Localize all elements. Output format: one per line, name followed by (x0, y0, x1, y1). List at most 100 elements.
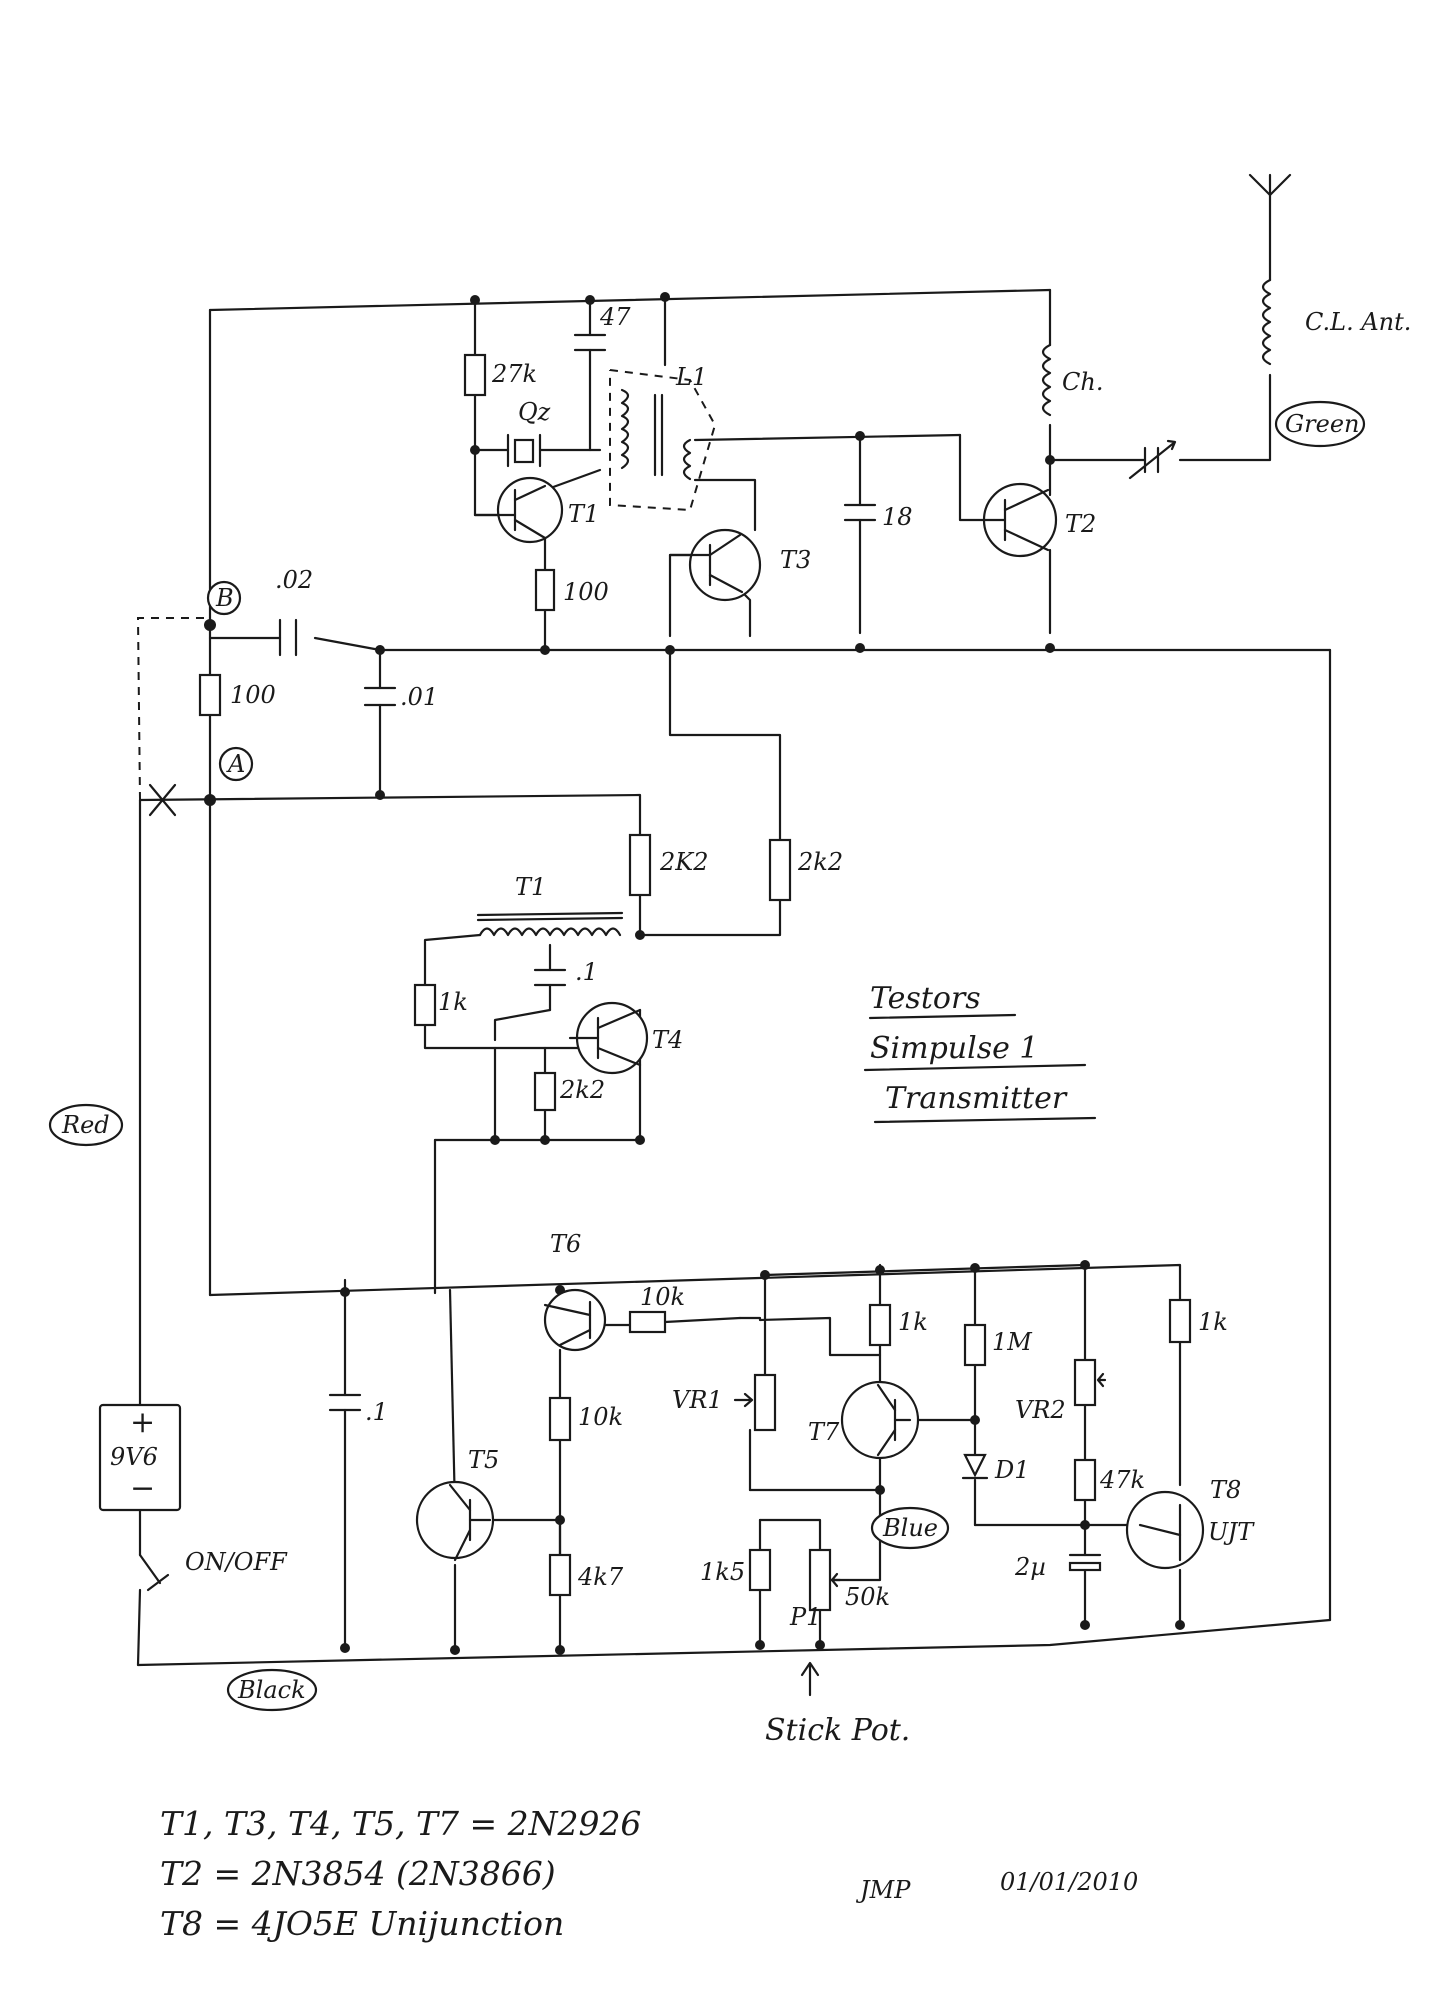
battery (98, 1403, 182, 1512)
battery-voltage: 9V6 (110, 1443, 158, 1471)
label-10k-series: 10k (640, 1283, 685, 1311)
resistor-100-emitter (534, 568, 556, 612)
label-t8: T8 (1210, 1476, 1241, 1504)
label-choke: Ch. (1062, 368, 1103, 396)
signature-initials: JMP (855, 1876, 911, 1904)
resistor-2k2-emitter (533, 1071, 557, 1112)
transistors (415, 476, 1205, 1570)
transistor-t7 (840, 1380, 920, 1460)
label-qz: Qz (518, 398, 551, 426)
diode-d1 (961, 1453, 989, 1480)
label-c-02: .02 (275, 566, 313, 594)
pot-50k (808, 1548, 832, 1612)
labels: Testors Simpulse 1 Transmitter T1 T3 T2 … (61, 303, 1411, 1943)
battery-plus: + (130, 1405, 155, 1440)
title-line3: Transmitter (885, 1081, 1068, 1116)
label-green: Green (1285, 410, 1360, 438)
l1-primary (620, 388, 630, 470)
label-2u: 2µ (1014, 1553, 1046, 1581)
label-blue: Blue (882, 1514, 938, 1542)
label-transformer: T1 (515, 873, 546, 901)
label-4k7: 4k7 (577, 1563, 624, 1591)
label-vr2: VR2 (1015, 1396, 1066, 1424)
l1-secondary (682, 438, 692, 481)
label-1k-mod: 1k (438, 988, 468, 1016)
resistors (198, 353, 1192, 1612)
label-p1: P1 (789, 1603, 821, 1631)
resistor-47k (1073, 1458, 1097, 1502)
signature-date: 01/01/2010 (1000, 1868, 1138, 1896)
label-t7: T7 (808, 1418, 840, 1446)
label-l1: L1 (675, 363, 707, 391)
transistor-t2 (982, 482, 1058, 558)
label-red: Red (61, 1111, 110, 1139)
vr1-potentiometer (753, 1373, 777, 1432)
label-t3: T3 (780, 546, 811, 574)
label-c-1-mod: .1 (575, 958, 598, 986)
label-2k2-emitter: 2k2 (559, 1076, 605, 1104)
label-t5: T5 (468, 1446, 499, 1474)
battery-minus: − (130, 1471, 155, 1506)
transistor-t6 (543, 1288, 607, 1352)
label-1m: 1M (992, 1328, 1033, 1356)
antenna-coil (1261, 278, 1272, 366)
label-node-b: B (215, 584, 234, 612)
label-c-01: .01 (400, 683, 438, 711)
label-vr1: VR1 (672, 1386, 723, 1414)
cut-mark-icon (148, 783, 177, 817)
label-node-a: A (226, 750, 245, 778)
resistor-100 (198, 673, 222, 717)
modulator-transformer (478, 927, 622, 937)
note-line2: T2 = 2N3854 (2N3866) (160, 1854, 556, 1893)
label-47k: 47k (1099, 1466, 1145, 1494)
transistor-t8-ujt (1125, 1490, 1205, 1570)
resistor-1k-modulator (413, 983, 437, 1027)
note-line1: T1, T3, T4, T5, T7 = 2N2926 (160, 1804, 641, 1843)
vr2-potentiometer (1073, 1358, 1097, 1407)
resistor-10k-t6 (548, 1396, 572, 1442)
label-1k5: 1k5 (700, 1558, 745, 1586)
resistor-2k2-right (768, 838, 792, 902)
label-10k-t6: 10k (578, 1403, 623, 1431)
resistor-1m (963, 1323, 987, 1367)
label-27k: 27k (491, 360, 537, 388)
resistor-1k-t8 (1168, 1298, 1192, 1344)
label-18: 18 (882, 503, 913, 531)
label-black: Black (237, 1676, 306, 1704)
label-t2: T2 (1065, 510, 1096, 538)
label-c-1-left: .1 (365, 1398, 388, 1426)
label-2k2-left: 2K2 (659, 848, 708, 876)
resistor-4k7 (548, 1553, 572, 1597)
label-t1: T1 (568, 500, 599, 528)
label-t4: T4 (652, 1026, 683, 1054)
crystal-body (513, 438, 535, 464)
label-on-off: ON/OFF (185, 1548, 288, 1576)
label-ujt: UJT (1208, 1518, 1255, 1546)
label-stick-pot: Stick Pot. (765, 1713, 910, 1748)
label-t6: T6 (550, 1230, 581, 1258)
transistor-t4 (568, 1001, 649, 1075)
junction-dots (204, 292, 1185, 1655)
wire-color-tags (48, 400, 1366, 1712)
resistor-1k5 (748, 1548, 772, 1592)
label-1k-t7: 1k (898, 1308, 928, 1336)
resistor-27k (463, 353, 487, 397)
coils (476, 278, 1272, 937)
transistor-t1 (473, 476, 564, 544)
label-d1: D1 (994, 1456, 1030, 1484)
note-line3: T8 = 4JO5E Unijunction (160, 1904, 564, 1943)
label-r-100: 100 (230, 681, 276, 709)
transistor-t5 (415, 1480, 495, 1562)
transistor-t3 (668, 528, 762, 602)
resistor-10k-series (628, 1310, 667, 1334)
label-47: 47 (599, 303, 631, 331)
label-100-emitter: 100 (563, 578, 609, 606)
label-2k2-right: 2k2 (797, 848, 843, 876)
label-1k-t8: 1k (1198, 1308, 1228, 1336)
title-line1: Testors (870, 981, 981, 1016)
choke-coil (1041, 343, 1052, 417)
label-50k: 50k (845, 1583, 890, 1611)
on-off-switch (138, 1553, 170, 1592)
